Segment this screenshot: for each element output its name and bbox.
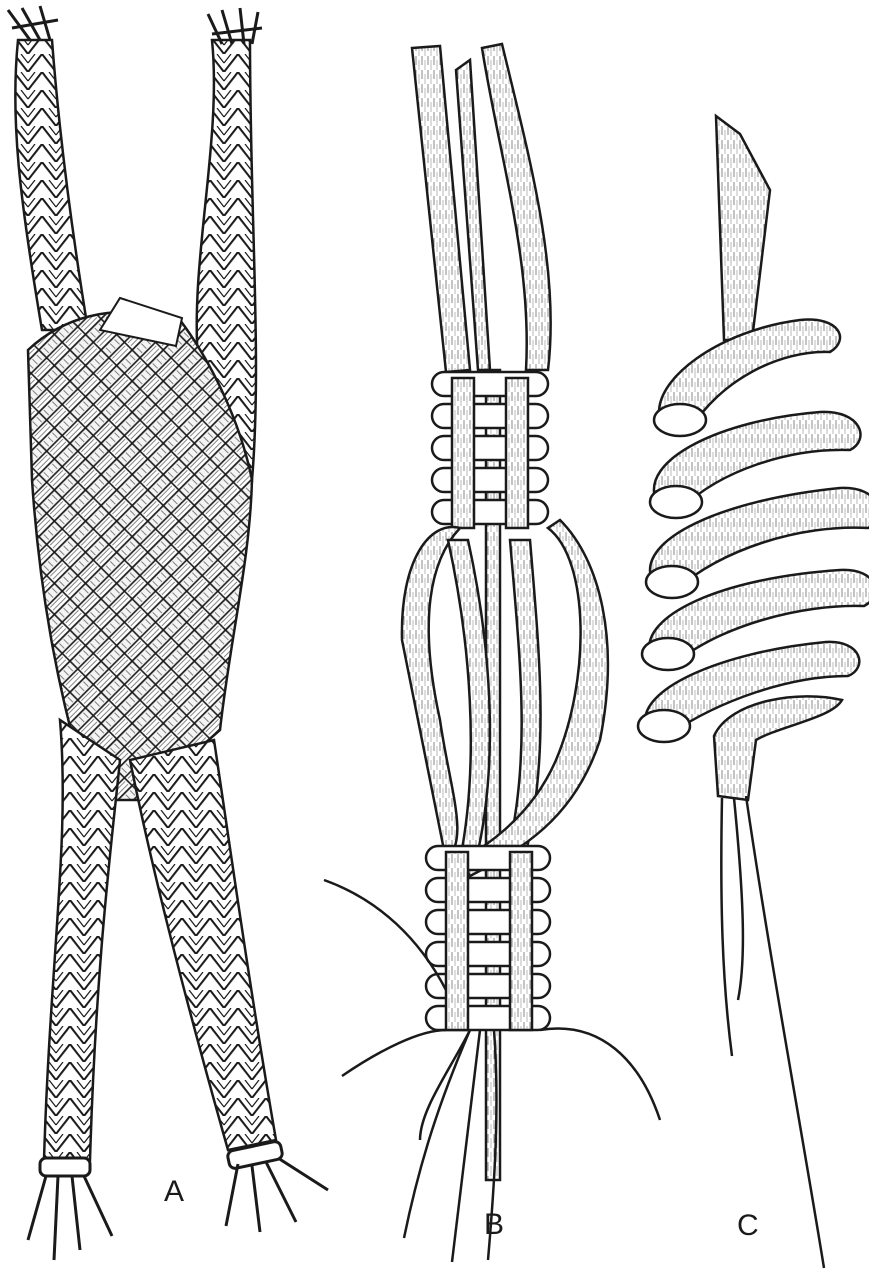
panel-c-top-strip bbox=[716, 116, 770, 340]
panel-c-bottom-wrap bbox=[714, 696, 842, 800]
panel-b-top-strip-right bbox=[482, 44, 551, 370]
panel-a-lower-left-braid bbox=[44, 720, 120, 1160]
panel-b-drawing bbox=[324, 44, 660, 1262]
panel-c-drawing bbox=[638, 116, 869, 1268]
panel-a-top-right-ends bbox=[208, 8, 262, 44]
panel-b-mid-strip-1 bbox=[402, 527, 460, 860]
panel-label-b: B bbox=[484, 1210, 504, 1240]
panel-label-c: C bbox=[737, 1211, 759, 1241]
panel-b-upper-loops bbox=[432, 372, 548, 528]
panel-a-lower-right-braid bbox=[130, 740, 276, 1150]
panel-a-drawing bbox=[8, 6, 328, 1260]
panel-c-spiral-loops bbox=[638, 320, 869, 742]
panel-a-bottom-right-ends bbox=[226, 1141, 328, 1232]
panel-a-upper-left-braid bbox=[15, 40, 88, 330]
panel-c-tails bbox=[721, 796, 824, 1268]
panel-a-top-left-ends bbox=[8, 6, 58, 40]
panel-a-bottom-left-ends bbox=[28, 1158, 112, 1260]
panel-label-a: A bbox=[164, 1177, 184, 1207]
